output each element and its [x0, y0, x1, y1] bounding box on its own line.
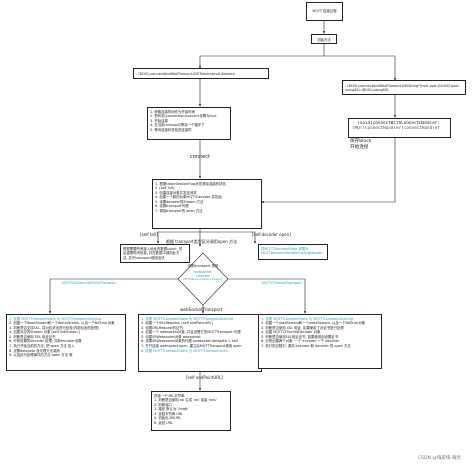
steps-a-line-2: 2. 把状态(connection)connect设置为true [150, 114, 217, 119]
bottom-line-5: 4. 返回字符串 URL [154, 411, 184, 416]
node-init-text: 初始方法 [317, 37, 331, 42]
node-ssl-transport-steps: 1. 设置 MQTTTransportState 为 MQTTTransport… [6, 314, 126, 371]
bl-line-9: 9. 以及执行处理事件的方法 open 方法 等 [9, 353, 73, 358]
bottom-line-6: 5. 初始化 NSURL [154, 416, 181, 421]
br-line-1: 1. 设置 MQTTTransportState 为 MQTTTransport… [261, 316, 354, 321]
steps-b-line-1: - (void)connectWithConnectHandler: [352, 121, 440, 126]
bl-line-3: 3. 判断是否支持SSL, 将对应状态进行检查(内部包含的处理) [9, 325, 99, 330]
bottom-line-1: 拼接一个URL字符串 [154, 393, 185, 398]
steps-a-line-5: 5. 等待连接状态检查连接时 [150, 127, 192, 132]
steps-c-line-6: 6. 设置transport代理 [155, 204, 189, 209]
edge-init-left [198, 44, 325, 69]
node-wait-steps: 1. 获取连接时间作为开始时间 2. 把状态(connection)connec… [147, 107, 231, 140]
steps-c-line-7: 7. 调用transport的 open 方法 [155, 209, 203, 214]
bottom-line-3: 2. 判断端口 [154, 402, 172, 407]
decision-option-websocket: websocket [194, 270, 212, 274]
decision-title: 判断transport 类型 [188, 264, 219, 268]
left-desc-line-3: 法, 并在transport调用这块 [123, 255, 165, 260]
br-line-3: 3. 判断是否使用 SSL 验证, 如果使用了对证书进行处理 [261, 325, 344, 330]
label-self-tell: [self tell] [140, 232, 158, 237]
steps-c-line-2: 2. [self init] [155, 186, 175, 191]
label-connect: connect [190, 154, 210, 160]
bl-line-6: 6. 分别设置的decoder 处理, 并和encoder设置 [9, 339, 82, 344]
bottom-line-4: 3. 路径 默认为 '/mqtt' [154, 407, 189, 412]
steps-a-line-3: 3. 开始连接 [150, 118, 168, 123]
decision-diamond [177, 252, 229, 306]
label-websocket-transport: webSocketTransport [180, 307, 223, 312]
edge-stepsB-stepsC [261, 137, 396, 204]
label-transport-split: 根据 transport类型区分调用open 方法 [166, 239, 238, 244]
node-connect-host: - (BOOL)connectAndWaitTimeout:(NSString*… [342, 80, 466, 95]
node-init-method: 初始方法 [311, 34, 337, 44]
steps-a-line-4: 4. 在当前runloop中等待一个循环了 [150, 123, 205, 128]
node-decoder-state: 将MQTTDecoderState 设置为 MQTTDecoderStateDe… [258, 244, 328, 260]
bl-line-8: 8. 设置delegate 及代理方法调用 [9, 348, 60, 353]
br-line-5: 5. 判断是否使用SSL验证证书, 如果使用则设置证书 [261, 334, 339, 339]
bl-line-5: 5. 判断是否使用 SSL 验证证书 [9, 334, 56, 339]
right-note-line-1: 将MQTTDecoderState 设置为 [261, 246, 309, 251]
steps-c-line-1: 1. 根据cleanSessionFlag状态清除连接的状态 [155, 181, 226, 186]
node-connect-handler: - (void)connectWithConnectHandler: (MQTT… [348, 118, 451, 138]
watermark: CSDN @嗨皮嗨-嗨亮 [418, 456, 461, 461]
edge-init-right [324, 55, 397, 81]
left-desc-line-2: 后重置时间信息, 并在数据中调用此方 [123, 251, 180, 256]
edge-stepsC-decoder [200, 231, 257, 244]
bc-line-3: 3. 设置URLRequest的证书 [141, 325, 183, 330]
bc-line-6: 6. 设置SRWebsocket对象的代理 websocket.delegate… [141, 339, 238, 344]
bc-line-2: 2. 创建一个URLRequest, [self endPointURL] [141, 321, 213, 326]
node-websocket-steps: 1. 设置 MQTTTransportState 为 MQTTTransport… [138, 314, 262, 372]
bl-line-7: 7. 执行开始当前的方法, 把 open 方法 加入 [9, 344, 75, 349]
node-connect-host-text: - (BOOL)connectAndWaitTimeout:(NSString*… [345, 83, 459, 93]
decision-option-ssl: MQTTSSLSecurityPolicyTransport [183, 278, 223, 281]
edge-stepsC-selftell [156, 228, 201, 244]
node-cfsocket-steps: 1. 设置 MQTTTransportState 为 MQTTTransport… [258, 314, 382, 369]
label-decoder-open: [self.decoder open] [252, 232, 291, 237]
steps-c-line-3: 3. 创建连接对象并发送请求 [155, 190, 197, 195]
br-line-2: 2. 创建一个readStream和一个writeStream, 以及一个NSE… [261, 321, 366, 326]
steps-c-line-4: 4. 创建一个新的对象MQTTDecoder,并初始 [155, 195, 222, 200]
bc-line-1: 1. 设置 MQTTTransportState 为 MQTTTransport… [141, 316, 234, 321]
left-desc-line-1: 根据需要所有接入地址的数据count, 然 [123, 246, 183, 251]
label-endpoint-url: [self endPointURL] [186, 375, 223, 380]
branch-label-ssl: MQTTSSLSecurityPolicyTransport [62, 281, 116, 285]
bottom-line-7: 6. 返回 URL [154, 421, 173, 426]
node-connect-timeout-text: - (BOOL)connectAndWaitTimeout:(NSTimeInt… [136, 72, 235, 76]
right-note-line-2: MQTTDecoderStateDecodingHeader [261, 251, 323, 256]
bl-line-4: 4. 创建对应的Stream 对象 [self initStream:] [9, 330, 80, 335]
bc-line-5: 5. 创建SRWebsocket对象 websocket [141, 334, 201, 339]
node-connect-steps: 1. 根据cleanSessionFlag状态清除连接的状态 2. [self … [152, 179, 262, 229]
bl-line-2: 2. 创建一个ReadStream和一个WriteStream, 以及一个NSE… [9, 321, 115, 326]
label-start-connect: 开始连接 [350, 145, 369, 150]
label-save-block: 保存block [350, 139, 372, 144]
node-reset-info: 根据需要所有接入地址的数据count, 然 后重置时间信息, 并在数据中调用此方… [120, 244, 190, 263]
bc-line-7: 7. 打开连接 websocket open, 建立后MQTTTransport… [141, 344, 242, 349]
branch-label-cfsocket: MQTTCFSocketTransport [262, 281, 302, 285]
decision-option-cfsocket: cfsocket [196, 274, 210, 278]
bottom-line-2: 1. 判断是否使用 ssl 生成 'ws' 或者 'wss' [154, 398, 217, 403]
br-line-6: 6. 分别创建两个对象: 一个 encoder 一个 decoder [261, 339, 340, 344]
bl-line-1: 1. 设置 MQTTTransportState 为 MQTTTransport… [9, 316, 102, 321]
edge-decision-left [48, 278, 178, 314]
steps-c-line-5: 5. 设置decoder的Stream 方法 [155, 199, 204, 204]
node-start: MQTT 连接过程 [306, 2, 343, 21]
bc-line-4: 4. 创建一个 websocket对象, 并且设置它的MQTTTransport… [141, 330, 241, 335]
node-endpoint-url-steps: 拼接一个URL字符串 1. 判断是否使用 ssl 生成 'ws' 或者 'wss… [151, 391, 231, 431]
node-connect-timeout: - (BOOL)connectAndWaitTimeout:(NSTimeInt… [133, 68, 269, 79]
steps-b-line-2: (MQTTConnectHandler)connectHandler [352, 126, 440, 131]
br-line-4: 4. 创建 MQTTCFSocketDecoder 对象 [261, 330, 321, 335]
edge-decision-right [228, 278, 307, 314]
bc-line-8: 8. 设置 MQTTTransportState 为 MQTTTransport… [141, 348, 228, 353]
steps-a-line-1: 1. 获取连接时间作为开始时间 [150, 109, 195, 114]
br-line-7: 7. 执行的过程中, 调用 encoder 和 decoder 的 open 方… [261, 344, 351, 349]
node-start-text: MQTT 连接过程 [312, 9, 337, 13]
